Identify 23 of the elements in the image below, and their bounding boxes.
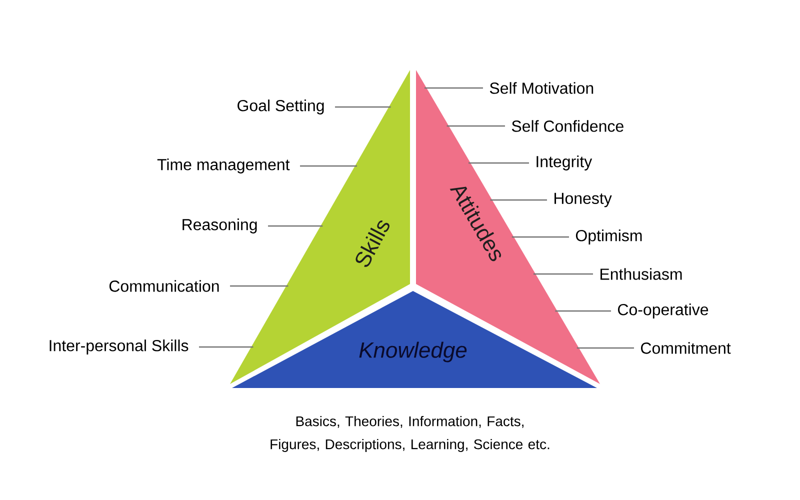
leader-line [424, 87, 483, 89]
region-triangle: Knowledge [232, 291, 597, 388]
attribute-label: Integrity [536, 156, 592, 170]
leader-line [300, 165, 357, 167]
leader-line [268, 225, 323, 227]
leader-line [335, 106, 391, 108]
attribute-label: Enthusiasm [600, 268, 682, 280]
attribute-label: Inter-personal Skills [50, 340, 188, 354]
leader-line [468, 162, 529, 164]
attribute-label: Self Motivation [490, 82, 594, 94]
leader-line [490, 199, 547, 201]
attribute-label: Co-operative [618, 304, 708, 318]
leader-line [512, 236, 569, 238]
leader-line [446, 125, 505, 127]
attribute-label: Communication [109, 280, 219, 292]
leader-line [534, 273, 593, 275]
leader-line [199, 346, 254, 348]
attribute-label: Goal Setting [238, 100, 324, 114]
leader-line [555, 310, 611, 312]
leader-line [230, 285, 288, 287]
attribute-label: Commitment [641, 342, 731, 354]
description-text: Basics, Theories, Information, Facts, Figures, Descriptions, Learning, Science etc. [270, 416, 550, 452]
leader-line [576, 347, 634, 349]
